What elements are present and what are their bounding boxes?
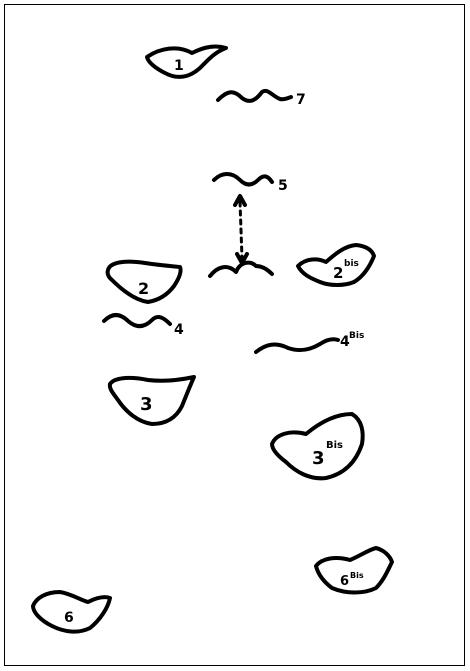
piece-2-bis: 2 bis (298, 245, 374, 285)
piece-6-bis: 6 Bis (316, 548, 392, 593)
piece-6: 6 (33, 592, 110, 632)
piece-6-bis-sup: Bis (350, 571, 364, 580)
piece-2-label: 2 (138, 279, 149, 298)
line-5-copy (210, 263, 272, 276)
piece-6-bis-label: 6 (340, 574, 349, 589)
piece-3-bis-label: 3 (312, 448, 325, 469)
piece-1: 1 (147, 47, 226, 77)
piece-2-bis-sup: bis (344, 259, 359, 269)
piece-3-bis: 3 Bis (272, 414, 363, 478)
line-7-label: 7 (296, 92, 306, 108)
line-4-bis-sup: Bis (349, 331, 364, 341)
line-4-label: 4 (174, 322, 184, 338)
line-7: 7 (218, 91, 306, 108)
piece-6-label: 6 (64, 610, 74, 626)
dashed-connector-arrow (235, 196, 247, 263)
line-4: 4 (104, 315, 184, 338)
piece-1-label: 1 (174, 58, 184, 74)
piece-3: 3 (110, 377, 194, 424)
line-4-bis: 4 Bis (256, 331, 364, 352)
piece-2-bis-label: 2 (333, 264, 343, 282)
line-5-label: 5 (278, 178, 288, 194)
piece-2: 2 (108, 262, 181, 302)
piece-3-label: 3 (140, 394, 153, 415)
line-5: 5 (214, 174, 288, 194)
piece-3-bis-sup: Bis (326, 440, 343, 451)
